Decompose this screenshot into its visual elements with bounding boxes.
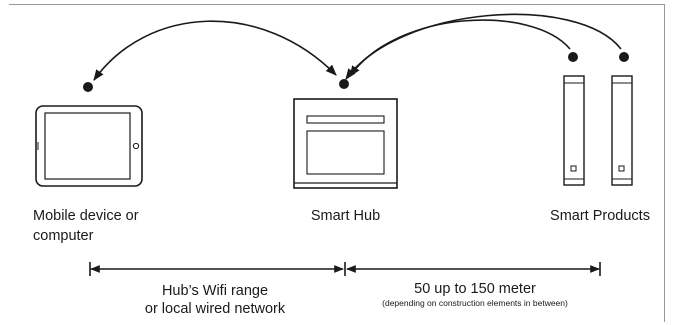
- product-to-hub-arrow: [345, 13, 622, 80]
- smart-product-icon: [611, 75, 633, 186]
- smart-products-label: Smart Products: [550, 208, 650, 224]
- connection-dot: [568, 52, 578, 62]
- tablet-icon: [35, 105, 143, 187]
- smart-product-icon: [563, 75, 585, 186]
- connection-dot: [619, 52, 629, 62]
- product-to-hub-arrow: [349, 19, 571, 77]
- smart-hub-icon: [293, 98, 398, 189]
- diagram-frame: [9, 4, 665, 322]
- hub-to-device-arrow: [93, 20, 337, 81]
- wifi-range-label: Hub’s Wifi range: [161, 283, 269, 299]
- mobile-device-label: Mobile device or: [33, 208, 139, 224]
- distance-label: 50 up to 150 meter: [414, 281, 536, 297]
- wifi-range-dimension: [89, 262, 344, 276]
- smart-hub-label: Smart Hub: [310, 208, 381, 224]
- product-range-dimension: [344, 262, 601, 276]
- wired-network-label: or local wired network: [144, 301, 286, 317]
- connection-dot: [83, 82, 93, 92]
- connection-dot: [339, 79, 349, 89]
- mobile-device-label-line2: computer: [33, 228, 94, 244]
- distance-note: (depending on construction elements in b…: [382, 298, 568, 308]
